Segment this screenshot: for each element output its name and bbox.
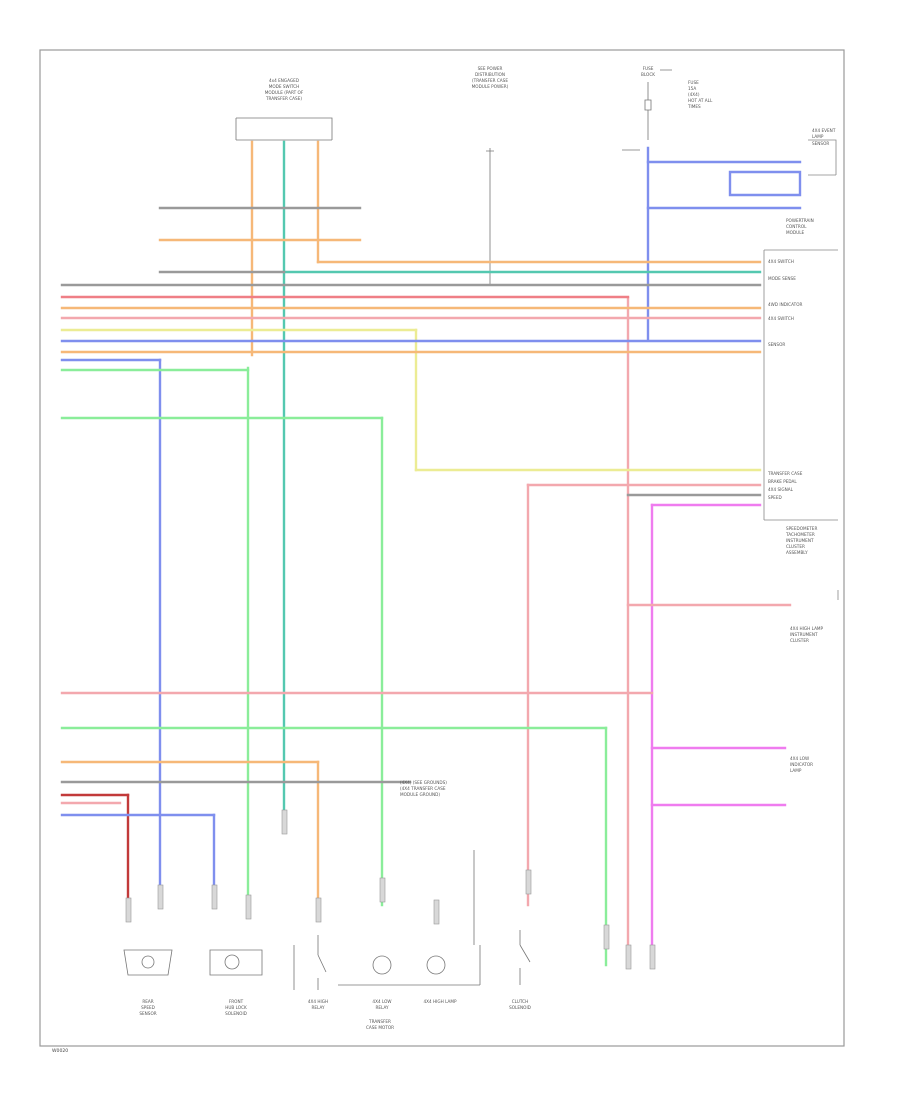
pcm-pin-3: 4WD INDICATOR bbox=[768, 302, 803, 307]
bottom-label-solenoid2: SOLENOID bbox=[509, 1005, 531, 1010]
pcm-mid-pin-4: SPEED bbox=[768, 495, 782, 500]
instrument-cluster-box: SPEEDOMETER TACHOMETER INSTRUMENT CLUSTE… bbox=[785, 526, 839, 773]
right-pcm-box: POWERTRAIN CONTROL MODULE 4X4 SWITCH MOD… bbox=[763, 218, 838, 521]
top-module-box: 4x4 ENGAGED MODE SWITCH MODULE (PART OF … bbox=[235, 78, 333, 141]
cluster-label-2: TACHOMETER bbox=[785, 532, 815, 537]
bottom-label-relay2: RELAY bbox=[375, 1005, 389, 1010]
pcm-pin-1: 4X4 SWITCH bbox=[768, 259, 794, 264]
relay-coil-1 bbox=[372, 955, 392, 975]
horizontal-wires bbox=[60, 160, 802, 817]
bottom-label-speed: SPEED bbox=[141, 1005, 155, 1010]
bottom-components: REAR SPEED SENSOR FRONT HUB LOCK SOLENOI… bbox=[123, 780, 531, 1030]
cluster-label-4: CLUSTER bbox=[786, 544, 805, 549]
right-module-upper: 4X4 EVENT LAMP SENSOR bbox=[808, 128, 837, 176]
bottom-label-hub: HUB LOCK bbox=[225, 1005, 247, 1010]
bottom-label-relay: RELAY bbox=[311, 1005, 325, 1010]
bottom-label-solenoid: SOLENOID bbox=[225, 1011, 247, 1016]
bottom-label-low: 4X4 LOW bbox=[372, 999, 391, 1004]
fuse-block-label-2: BLOCK bbox=[641, 72, 655, 77]
low-indicator-label-3: LAMP bbox=[790, 768, 802, 773]
bottom-label-clutch: CLUTCH bbox=[512, 999, 529, 1004]
right-upper-label-2: LAMP bbox=[812, 134, 824, 139]
bottom-label-rear: REAR bbox=[142, 999, 153, 1004]
fuse-note-5: TIMES bbox=[687, 104, 701, 109]
top-note-2: DISTRIBUTION bbox=[475, 72, 505, 77]
lower-cluster-label-2: INSTRUMENT bbox=[790, 632, 818, 637]
pcm-mid-pin-2: BRAKE PEDAL bbox=[768, 479, 797, 484]
fuse-note-2: 15A bbox=[688, 86, 696, 91]
top-module-label-2: MODE SWITCH bbox=[269, 84, 300, 89]
bottom-label-lamp: 4X4 HIGH LAMP bbox=[423, 999, 457, 1004]
bottom-label-high: 4X4 HIGH bbox=[308, 999, 328, 1004]
pcm-label-3: MODULE bbox=[786, 230, 805, 235]
fuse-note-4: HOT AT ALL bbox=[688, 98, 713, 103]
pcm-pin-4: 4X4 SWITCH bbox=[768, 316, 794, 321]
right-upper-label-3: SENSOR bbox=[812, 141, 829, 146]
bottom-mid-note-2: (4X4 TRANSFER CASE bbox=[400, 786, 446, 791]
top-module-label-3: MODULE (PART OF bbox=[265, 90, 304, 95]
wire-blue-upper-right bbox=[646, 160, 802, 210]
diagram-frame bbox=[39, 49, 845, 1047]
lower-cluster-label-1: 4X4 HIGH LAMP bbox=[790, 626, 824, 631]
front-hub-solenoid bbox=[209, 949, 263, 976]
bottom-mid-note-1: (4X4) (SEE GROUNDS) bbox=[400, 780, 447, 785]
footer-code: W0020 bbox=[52, 1048, 68, 1054]
switch-symbol-1 bbox=[317, 935, 327, 990]
vertical-wires bbox=[126, 140, 654, 967]
cluster-label-1: SPEEDOMETER bbox=[786, 526, 817, 531]
bottom-sub-1: TRANSFER bbox=[368, 1019, 391, 1024]
top-middle-note: SEE POWER DISTRIBUTION (TRANSFER CASE MO… bbox=[472, 66, 509, 285]
bottom-label-sensor: SENSOR bbox=[139, 1011, 156, 1016]
low-indicator-label-1: 4X4 LOW bbox=[790, 756, 809, 761]
pcm-pin-2: MODE SENSE bbox=[768, 276, 796, 281]
cluster-label-5: ASSEMBLY bbox=[786, 550, 808, 555]
pcm-mid-pin-1: TRANSFER CASE bbox=[767, 471, 803, 476]
top-note-4: MODULE POWER) bbox=[472, 84, 509, 89]
lower-cluster-label-3: CLUSTER bbox=[790, 638, 809, 643]
switch-symbol-2 bbox=[519, 930, 531, 985]
fuse-block-label-1: FUSE bbox=[643, 66, 654, 71]
fuse-note-3: (4X4) bbox=[688, 92, 700, 97]
fuse-block: FUSE BLOCK FUSE 15A (4X4) HOT AT ALL TIM… bbox=[622, 66, 713, 151]
right-upper-label-1: 4X4 EVENT bbox=[812, 128, 836, 133]
fuse-note-1: FUSE bbox=[688, 80, 699, 85]
pcm-mid-pin-3: 4X4 SIGNAL bbox=[768, 487, 794, 492]
top-module-label-1: 4x4 ENGAGED bbox=[269, 78, 299, 83]
pcm-label-2: CONTROL bbox=[786, 224, 807, 229]
bottom-mid-note-3: MODULE GROUND) bbox=[400, 792, 440, 797]
low-indicator-label-2: INDICATOR bbox=[790, 762, 813, 767]
top-note-3: (TRANSFER CASE bbox=[472, 78, 508, 83]
transfer-case-motor-frame bbox=[293, 945, 481, 990]
top-module-label-4: TRANSFER CASE) bbox=[265, 96, 302, 101]
pcm-pin-5: SENSOR bbox=[768, 342, 785, 347]
bottom-label-front: FRONT bbox=[229, 999, 244, 1004]
bottom-sub-2: CASE MOTOR bbox=[366, 1025, 394, 1030]
top-note-1: SEE POWER bbox=[478, 66, 503, 71]
relay-coil-2 bbox=[426, 955, 446, 975]
pcm-label-1: POWERTRAIN bbox=[786, 218, 814, 223]
connector-marks bbox=[125, 809, 656, 970]
rear-speed-sensor bbox=[123, 949, 173, 976]
cluster-label-3: INSTRUMENT bbox=[786, 538, 814, 543]
